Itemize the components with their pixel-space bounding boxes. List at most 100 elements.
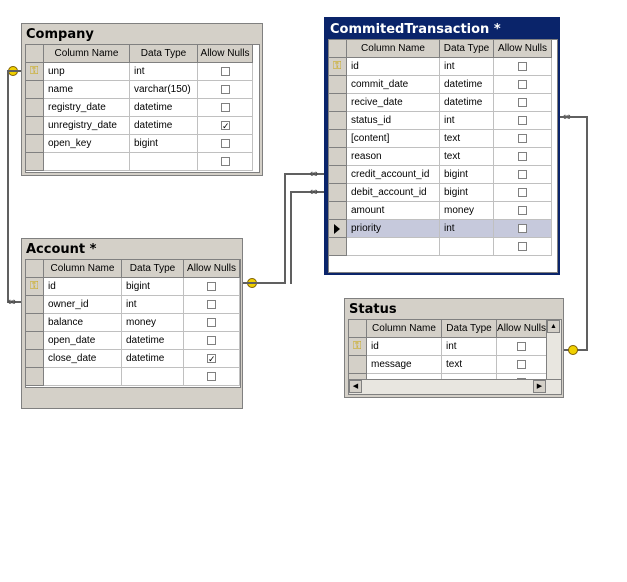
data-type-cell[interactable] [130, 153, 198, 171]
company-table-title[interactable]: Company [26, 27, 94, 42]
scroll-left-button[interactable]: ◀ [349, 380, 362, 393]
column-name-cell[interactable]: balance [44, 314, 122, 332]
row-selector[interactable] [349, 356, 367, 374]
data-type-cell[interactable]: text [440, 130, 494, 148]
column-name-cell[interactable]: name [44, 81, 130, 99]
row-selector[interactable]: ⚿ [349, 338, 367, 356]
column-name-cell[interactable]: unp [44, 63, 130, 81]
allow-nulls-checkbox[interactable] [207, 318, 216, 327]
data-type-cell[interactable]: datetime [122, 350, 184, 368]
row-selector[interactable] [329, 166, 347, 184]
column-name-cell[interactable] [44, 153, 130, 171]
column-name-cell[interactable]: id [367, 338, 442, 356]
data-type-cell[interactable]: money [440, 202, 494, 220]
row-selector[interactable] [26, 350, 44, 368]
empty-column-row[interactable] [26, 153, 253, 171]
row-selector[interactable]: ⚿ [329, 58, 347, 76]
column-name-cell[interactable]: status_id [347, 112, 440, 130]
data-type-cell[interactable]: text [442, 356, 497, 374]
column-name-cell[interactable]: credit_account_id [347, 166, 440, 184]
data-type-cell[interactable]: money [122, 314, 184, 332]
row-selector[interactable] [329, 184, 347, 202]
vertical-scrollbar[interactable]: ▲ [546, 320, 561, 380]
column-name-cell[interactable]: recive_date [347, 94, 440, 112]
relationship-line[interactable] [7, 301, 21, 303]
scroll-right-button[interactable]: ▶ [533, 380, 546, 393]
allow-nulls-checkbox[interactable] [518, 62, 527, 71]
column-name-cell[interactable]: unregistry_date [44, 117, 130, 135]
column-name-cell[interactable] [44, 368, 122, 386]
allow-nulls-header[interactable]: Allow Nulls [497, 320, 547, 338]
relationship-line[interactable] [7, 70, 9, 302]
column-name-header[interactable]: Column Name [347, 40, 440, 58]
allow-nulls-checkbox[interactable] [518, 206, 527, 215]
column-name-cell[interactable]: open_date [44, 332, 122, 350]
row-selector[interactable] [26, 153, 44, 171]
relationship-line[interactable] [586, 116, 588, 351]
data-type-cell[interactable]: int [130, 63, 198, 81]
allow-nulls-checkbox[interactable] [518, 242, 527, 251]
data-type-cell[interactable]: bigint [130, 135, 198, 153]
row-selector[interactable] [26, 99, 44, 117]
column-name-header[interactable]: Column Name [44, 45, 130, 63]
allow-nulls-checkbox[interactable] [221, 121, 230, 130]
column-name-cell[interactable]: commit_date [347, 76, 440, 94]
row-selector[interactable] [26, 332, 44, 350]
allow-nulls-header[interactable]: Allow Nulls [198, 45, 253, 63]
row-selector[interactable] [26, 368, 44, 386]
allow-nulls-checkbox[interactable] [207, 372, 216, 381]
column-row[interactable]: [content]text [329, 130, 552, 148]
row-selector[interactable] [26, 117, 44, 135]
allow-nulls-checkbox[interactable] [517, 360, 526, 369]
data-type-header[interactable]: Data Type [130, 45, 198, 63]
data-type-cell[interactable]: datetime [130, 117, 198, 135]
data-type-cell[interactable] [440, 238, 494, 256]
allow-nulls-checkbox[interactable] [207, 336, 216, 345]
column-name-cell[interactable]: message [367, 356, 442, 374]
relationship-line[interactable] [560, 116, 588, 118]
data-type-header[interactable]: Data Type [122, 260, 184, 278]
row-selector[interactable] [329, 76, 347, 94]
allow-nulls-checkbox[interactable] [207, 354, 216, 363]
allow-nulls-checkbox[interactable] [517, 342, 526, 351]
transaction-table-title[interactable]: CommitedTransaction * [330, 22, 501, 37]
row-selector[interactable] [26, 81, 44, 99]
relationship-line[interactable] [243, 282, 285, 284]
column-name-cell[interactable]: reason [347, 148, 440, 166]
column-name-cell[interactable]: amount [347, 202, 440, 220]
data-type-cell[interactable]: datetime [440, 94, 494, 112]
column-name-header[interactable]: Column Name [367, 320, 442, 338]
data-type-cell[interactable]: int [440, 220, 494, 238]
relationship-line[interactable] [290, 191, 292, 284]
row-selector[interactable] [329, 94, 347, 112]
column-name-cell[interactable]: registry_date [44, 99, 130, 117]
data-type-cell[interactable] [122, 368, 184, 386]
allow-nulls-checkbox[interactable] [207, 282, 216, 291]
allow-nulls-checkbox[interactable] [221, 103, 230, 112]
relationship-line[interactable] [284, 173, 324, 175]
allow-nulls-checkbox[interactable] [221, 85, 230, 94]
account-table-title[interactable]: Account * [26, 242, 97, 257]
relationship-line[interactable] [290, 191, 324, 193]
allow-nulls-checkbox[interactable] [221, 67, 230, 76]
allow-nulls-checkbox[interactable] [518, 152, 527, 161]
allow-nulls-checkbox[interactable] [518, 188, 527, 197]
